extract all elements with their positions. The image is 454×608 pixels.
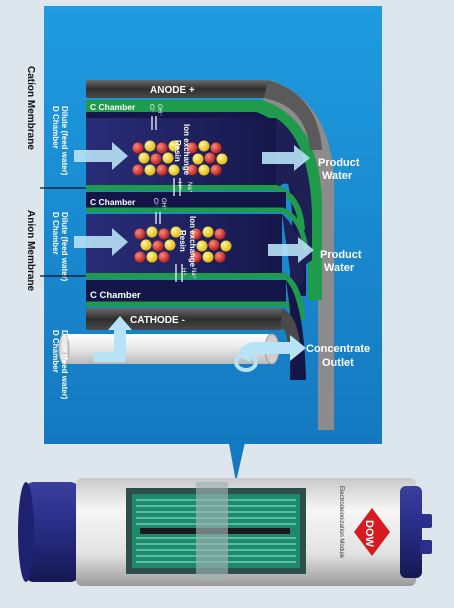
c-chamber-label-2: C Chamber: [90, 197, 136, 207]
cathode-label: CATHODE -: [130, 315, 185, 326]
dilute-label-3: Dilute (feed water): [60, 330, 69, 400]
feed-arrows: [74, 142, 128, 256]
callout-tail: [228, 438, 246, 482]
c-chamber-label-1: C Chamber: [90, 102, 136, 112]
resin-beads-2: [134, 226, 232, 263]
ion-exchange-label-2: Ion exchange: [188, 216, 197, 268]
dilute-label-1: Dilute (feed water): [60, 106, 69, 176]
ion-oh-1: OH⁻: [156, 104, 162, 116]
cation-membrane-label: Cation Membrane: [25, 66, 36, 150]
module-title: Electrodeionization Module: [338, 486, 344, 559]
d-chamber-label-3: D Chamber: [51, 330, 60, 373]
anode-label: ANODE +: [150, 85, 195, 96]
resin-label-1: Resin: [173, 140, 182, 162]
ion-cl-1: Cl⁻: [148, 104, 154, 113]
product-water-label-2b: Water: [324, 262, 355, 274]
c-chamber-label-3: C Chamber: [90, 290, 141, 301]
ion-exchange-label-1: Ion exchange: [182, 124, 191, 176]
anion-membrane-label: Anion Membrane: [25, 210, 36, 292]
ion-na-2: Na⁺: [190, 268, 197, 279]
product-water-label-1a: Product: [318, 157, 360, 169]
concentrate-label-b: Outlet: [322, 357, 354, 369]
d-chamber-label-2: D Chamber: [51, 212, 60, 255]
membrane-pointers: [40, 187, 86, 277]
d-chamber-label-1: D Chamber: [51, 106, 60, 149]
dilute-label-2: Dilute (feed water): [60, 212, 69, 282]
ion-arrows: [151, 116, 183, 282]
product-water-label-2a: Product: [320, 249, 362, 261]
ion-cl-2: Cl⁻: [152, 198, 158, 207]
concentrate-arrows: [94, 316, 306, 372]
ion-na-1: Na⁺: [186, 182, 193, 193]
cathode-electrode: [86, 308, 300, 346]
product-water-label-1b: Water: [322, 170, 353, 182]
resin-beads-1: [132, 140, 228, 176]
membrane-stack: [86, 80, 334, 430]
ion-oh-2: OH⁻: [160, 198, 166, 210]
ion-h-2: H⁺: [180, 268, 187, 276]
dow-logo: DOW: [363, 520, 375, 548]
product-arrows: [262, 145, 314, 263]
edi-module: [18, 478, 432, 586]
anode-electrode: [86, 80, 322, 150]
concentrate-label-a: Concentrate: [306, 343, 370, 355]
resin-label-2: Resin: [178, 230, 187, 252]
